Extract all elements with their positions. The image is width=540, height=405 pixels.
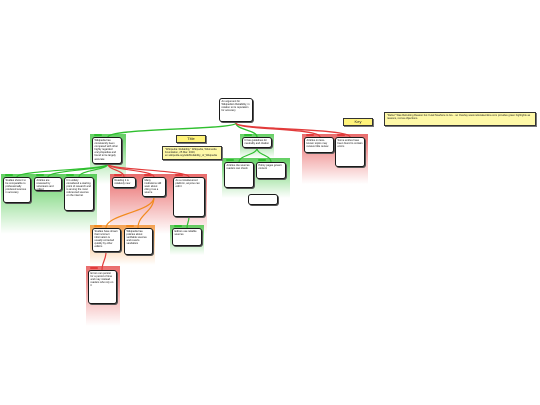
pro-main-node[interactable]: Wikipedia has consistently been compared… — [92, 137, 122, 164]
node-tab-1 — [5, 174, 13, 176]
link-con-c-green-mid — [186, 216, 190, 229]
link-center-1-3 — [256, 147, 272, 163]
node-tab-5 — [144, 174, 152, 176]
title-note: "Wikipedia: Reliability," Wikipedia, Wik… — [162, 146, 222, 160]
pro-reason-2[interactable]: Articles are reviewed by volunteers and … — [34, 177, 62, 191]
node-tab-10 — [306, 134, 314, 136]
link-pro-main-3 — [78, 163, 109, 178]
node-tab-4 — [114, 174, 122, 176]
contention-node[interactable]: An argument for Wikipedia's Reliability,… — [219, 98, 253, 122]
red-deep-node[interactable]: Errors can persist for a period of time … — [88, 270, 117, 304]
pro-reason-3[interactable]: It is widely considered a starting point… — [64, 177, 94, 211]
node-tab-15 — [174, 225, 182, 227]
objection-2[interactable]: Wikipedia has policies about verifiable … — [124, 228, 153, 255]
key-note: "Rebut" Was Rebutting Reason but I Had N… — [384, 112, 536, 126]
link-con-b-obj-2 — [137, 196, 155, 229]
link-obj-1-red-deep — [101, 251, 107, 271]
node-tab-8 — [226, 159, 234, 161]
empty-node[interactable] — [248, 194, 278, 205]
link-con-b-obj-1 — [105, 196, 155, 229]
right-con-node-1[interactable]: Articles on less-known topics may receiv… — [304, 137, 334, 153]
link-contention-pro-main — [107, 122, 237, 138]
link-pro-main-con-c — [107, 163, 190, 178]
key-tag: Key — [343, 118, 373, 126]
node-tab-9 — [258, 159, 266, 161]
node-tab-0 — [94, 134, 102, 136]
objection-1[interactable]: Studies have shown that incorrect inform… — [92, 228, 121, 252]
center-node-3[interactable]: Policy pages govern content — [256, 162, 286, 179]
node-tab-6 — [175, 174, 183, 176]
node-tab-11 — [337, 134, 345, 136]
title-tag: Title — [176, 135, 206, 143]
link-contention-right-con2 — [235, 122, 351, 138]
center-node-1[interactable]: It has guidelines for neutrality and cit… — [242, 137, 272, 148]
con-objection-b[interactable]: Many institutions still warn about citin… — [142, 177, 166, 197]
link-center-1-2 — [238, 147, 258, 163]
node-tab-12 — [94, 225, 102, 227]
node-tab-7 — [244, 134, 252, 136]
con-objection-c[interactable]: As a crowdsourced platform, anyone can e… — [173, 177, 205, 217]
pro-reason-1[interactable]: Studies show it to be comparable to prof… — [3, 177, 31, 203]
green-mid-node[interactable]: Editors use reliable sources — [172, 228, 202, 246]
node-tab-3 — [66, 174, 74, 176]
node-tab-13 — [126, 225, 134, 227]
con-objection-a[interactable]: Reading it is relatively new — [112, 177, 136, 188]
node-tab-14 — [90, 267, 98, 269]
right-con-node-2[interactable]: Some entries have been found to contain … — [335, 137, 365, 167]
node-tab-2 — [36, 174, 44, 176]
center-node-2[interactable]: Articles cite sources readers can check — [224, 162, 254, 188]
